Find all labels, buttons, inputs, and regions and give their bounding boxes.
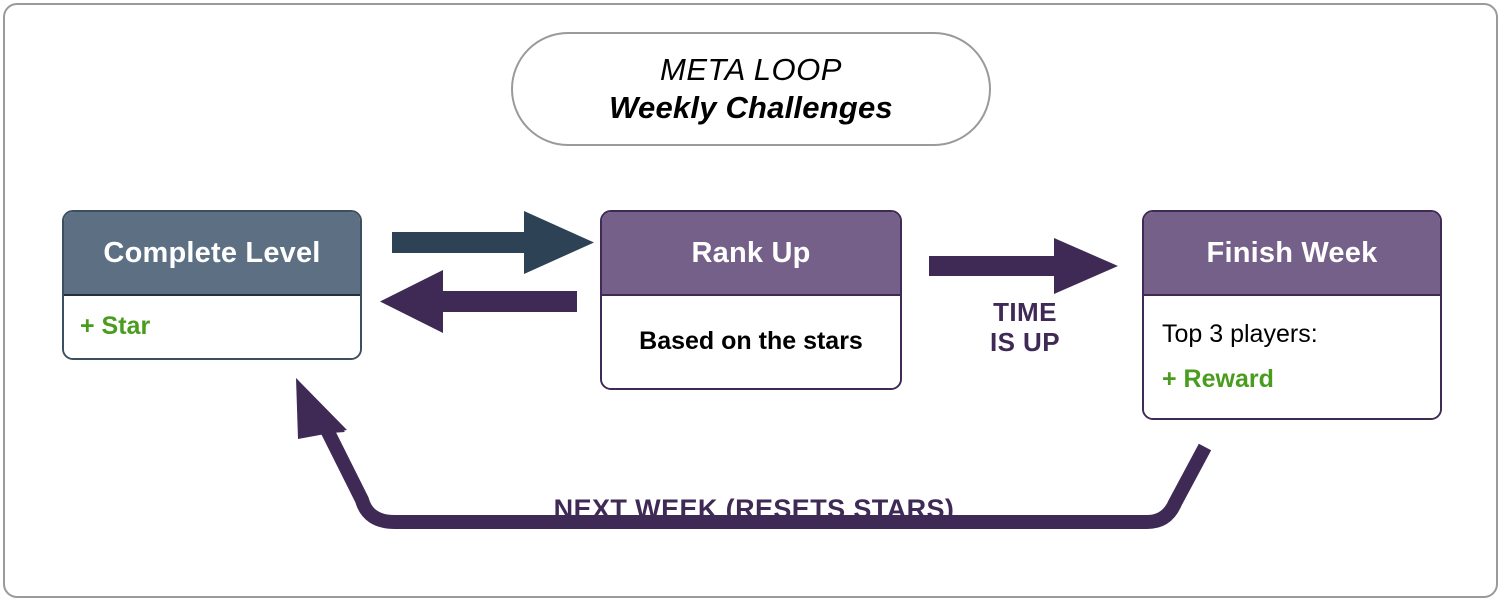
edge-label-next-week: NEXT WEEK (RESETS STARS) [553,494,955,524]
node-finish-week-reward: + Reward [1162,364,1274,393]
node-rank-up[interactable]: Rank Up Based on the stars [600,210,902,390]
arrow-complete-to-rank [392,211,594,274]
node-complete-level-reward: + Star [80,312,151,341]
meta-loop-title-pill: META LOOP Weekly Challenges [511,32,991,146]
node-complete-level-header: Complete Level [64,212,360,296]
arrow-rank-to-complete [380,270,577,333]
node-rank-up-description: Based on the stars [639,327,863,356]
arrow-rank-to-finish [929,238,1118,294]
node-finish-week-body: Top 3 players: + Reward [1144,296,1440,418]
node-finish-week-description: Top 3 players: [1162,320,1318,348]
node-finish-week-header: Finish Week [1144,212,1440,296]
title-weekly-challenges: Weekly Challenges [609,90,893,125]
node-complete-level[interactable]: Complete Level + Star [62,210,362,360]
node-complete-level-body: + Star [64,296,360,358]
title-meta-loop: META LOOP [660,52,842,88]
node-finish-week[interactable]: Finish Week Top 3 players: + Reward [1142,210,1442,420]
edge-label-time-is-up-line1: TIME [993,297,1057,327]
node-rank-up-header: Rank Up [602,212,900,296]
edge-label-time-is-up: TIME IS UP [955,297,1095,358]
node-rank-up-body: Based on the stars [602,296,900,388]
edge-label-time-is-up-line2: IS UP [990,327,1060,358]
